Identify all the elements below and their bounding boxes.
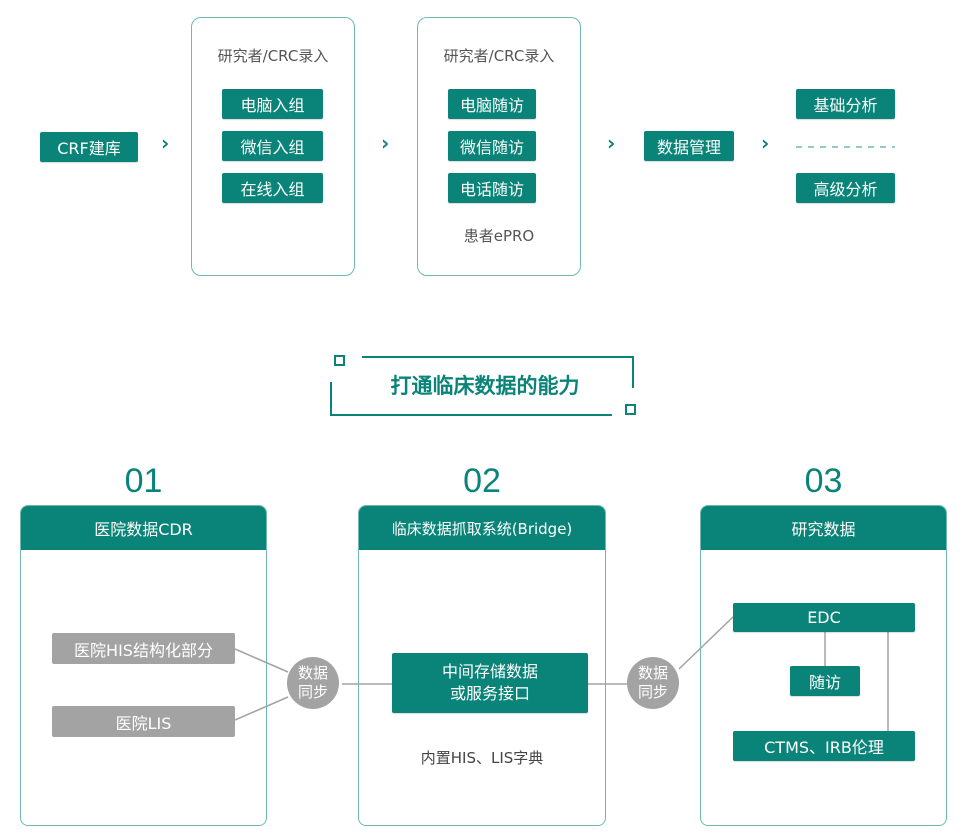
panel-title: 研究数据 xyxy=(701,506,946,550)
sync-line1: 数据 xyxy=(297,664,328,682)
title-bracket-square-top-left xyxy=(334,355,345,366)
followup-item: 微信随访 xyxy=(448,131,536,161)
followup-frame-footer: 患者ePRO xyxy=(463,227,535,245)
enroll-item: 微信入组 xyxy=(222,131,323,161)
panel-number: 02 xyxy=(463,462,501,500)
connector-sync-to-edc xyxy=(678,616,734,670)
data-management-box: 数据管理 xyxy=(644,131,734,161)
enroll-item: 电脑入组 xyxy=(222,89,323,119)
panel-title: 临床数据抓取系统(Bridge) xyxy=(359,506,605,550)
connector-lis-to-sync xyxy=(234,696,289,721)
crf-build-box: CRF建库 xyxy=(40,132,138,162)
enroll-item: 在线入组 xyxy=(222,173,323,203)
storage-line2: 或服务接口 xyxy=(449,684,530,703)
storage-interface-box: 中间存储数据 或服务接口 xyxy=(392,653,588,713)
chevron-right-icon: › xyxy=(607,131,616,155)
sync-line2: 同步 xyxy=(637,683,668,701)
his-structured-box: 医院HIS结构化部分 xyxy=(52,633,235,664)
connector-his-to-sync xyxy=(234,648,289,673)
panel-research-data: 研究数据 xyxy=(700,505,947,826)
enroll-frame-label: 研究者/CRC录入 xyxy=(217,47,329,65)
followup-frame-label: 研究者/CRC录入 xyxy=(443,47,555,65)
chevron-right-icon: › xyxy=(161,131,170,155)
title-bracket-top xyxy=(362,356,634,388)
followup-frame xyxy=(417,17,581,276)
panel-bridge: 临床数据抓取系统(Bridge) xyxy=(358,505,606,826)
sync-line2: 同步 xyxy=(297,683,328,701)
edc-box: EDC xyxy=(733,603,915,632)
dictionary-note: 内置HIS、LIS字典 xyxy=(420,749,544,767)
data-sync-node: 数据 同步 xyxy=(287,657,339,709)
storage-line1: 中间存储数据 xyxy=(441,662,538,681)
panel-number: 03 xyxy=(804,462,843,500)
followup-item: 电话随访 xyxy=(448,173,536,203)
enroll-frame xyxy=(191,17,355,276)
lis-box: 医院LIS xyxy=(52,706,235,737)
data-sync-node: 数据 同步 xyxy=(627,657,679,709)
advanced-analysis-box: 高级分析 xyxy=(796,173,895,203)
section-title: 打通临床数据的能力 xyxy=(390,374,580,398)
panel-hospital-cdr: 医院数据CDR xyxy=(20,505,267,826)
chevron-right-icon: › xyxy=(761,131,770,155)
panel-number: 01 xyxy=(124,462,163,500)
sync-line1: 数据 xyxy=(637,664,668,682)
basic-analysis-box: 基础分析 xyxy=(796,89,895,119)
panel-title: 医院数据CDR xyxy=(21,506,266,550)
followup-item: 电脑随访 xyxy=(448,89,536,119)
title-bracket-bottom xyxy=(330,382,612,416)
chevron-right-icon: › xyxy=(381,131,390,155)
ctms-irb-box: CTMS、IRB伦理 xyxy=(733,731,915,761)
title-bracket-square-bottom-right xyxy=(625,404,636,415)
followup-box: 随访 xyxy=(790,666,860,696)
